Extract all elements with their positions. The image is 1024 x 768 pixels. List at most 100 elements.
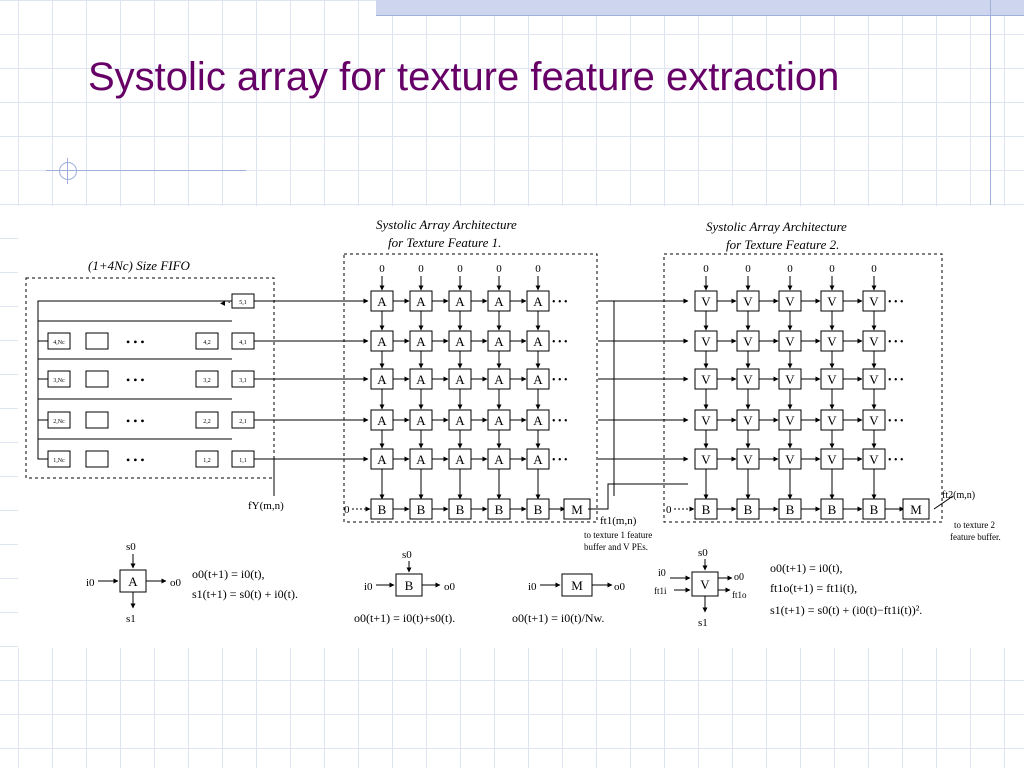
zero-input-label: 0 (344, 504, 350, 516)
pe-v-label: V (869, 372, 879, 387)
legend-pe-a: A s0 s1 i0 o0 o0(t+1) = i0(t), s1(t+1) =… (86, 541, 298, 625)
pe-a-label: A (533, 372, 543, 387)
pe-v-label: V (701, 372, 711, 387)
pe-v-label: V (827, 413, 837, 428)
fifo-ellipsis: • • • (126, 414, 145, 428)
pe-v-label: V (701, 452, 711, 467)
pe-v-label: V (827, 452, 837, 467)
legend-v-eq3: s1(t+1) = s0(t) + (i0(t)−ft1i(t))². (770, 603, 922, 617)
pe-v-label: V (869, 334, 879, 349)
arch2-title-line1: Systolic Array Architecture (706, 219, 847, 234)
zero-input-label: 0 (535, 263, 541, 275)
pe-a-label: A (533, 334, 543, 349)
ft2-note-line2: feature buffer. (950, 532, 1001, 542)
legend-i0: i0 (528, 581, 537, 593)
legend-o0: o0 (614, 581, 626, 593)
fifo-cell (195, 411, 219, 429)
fifo-cell-label: 1,Nc (53, 458, 65, 464)
legend-ft1i: ft1i (654, 586, 667, 596)
systolic-array-diagram: (1+4Nc) Size FIFO Systolic Array Archite… (25, 217, 1001, 629)
fifo-cell-label: 3,2 (203, 378, 211, 384)
pe-b-label: B (495, 502, 504, 517)
pe-v-label: V (785, 334, 795, 349)
row-ellipsis: • • • (552, 375, 568, 386)
pe-v-label: V (827, 334, 837, 349)
legend-o0: o0 (170, 577, 182, 589)
legend-i0: i0 (86, 577, 95, 589)
fifo-cell-label: 2,1 (239, 419, 247, 425)
legend-v-label: V (700, 577, 710, 592)
legend-s0: s0 (126, 541, 136, 553)
row-ellipsis: • • • (888, 416, 904, 427)
legend-s1: s1 (126, 613, 136, 625)
pe-v-label: V (785, 452, 795, 467)
fifo-cell (85, 332, 109, 350)
ft1-note-line2: buffer and V PEs. (584, 542, 648, 552)
fifo-label: (1+4Nc) Size FIFO (88, 258, 191, 273)
fifo-ellipsis: • • • (126, 335, 145, 349)
arch1-title-line1: Systolic Array Architecture (376, 217, 517, 232)
pe-v-label: V (743, 372, 753, 387)
pe-v-label: V (743, 294, 753, 309)
pe-b-label: B (828, 502, 837, 517)
zero-input-label: 0 (457, 263, 463, 275)
pe-a-label: A (377, 334, 387, 349)
pe-a-label: A (377, 413, 387, 428)
zero-input-label: 0 (379, 263, 385, 275)
pe-b-label: B (534, 502, 543, 517)
pe-m-label: M (910, 502, 922, 517)
pe-v-label: V (785, 372, 795, 387)
pe-a-label: A (455, 413, 465, 428)
fifo-wrap-line (37, 358, 232, 421)
legend-m-eq: o0(t+1) = i0(t)/Nw. (512, 611, 604, 625)
legend-s0: s0 (698, 547, 708, 559)
fifo-cell-label: 1,1 (239, 458, 247, 464)
fifo-cell-label: 4,1 (239, 340, 247, 346)
fifo-cell-label: 4,2 (203, 340, 211, 346)
ft1-label: ft1(m,n) (600, 515, 637, 527)
fifo-cell-label: 5,1 (239, 300, 247, 306)
top-decor-band (376, 0, 1024, 16)
legend-v-eq2: ft1o(t+1) = ft1i(t), (770, 581, 857, 595)
fifo-ellipsis: • • • (126, 373, 145, 387)
fifo-row-2: 2,Nc • • • 2,2 2,1 (47, 411, 255, 429)
pe-a-label: A (455, 334, 465, 349)
pe-b-label: B (786, 502, 795, 517)
row-ellipsis: • • • (888, 337, 904, 348)
zero-input-label: 0 (703, 263, 709, 275)
pe-v-label: V (869, 413, 879, 428)
legend-pe-m: M i0 o0 o0(t+1) = i0(t)/Nw. (512, 573, 626, 625)
legend-pe-b: B s0 i0 o0 o0(t+1) = i0(t)+s0(t). (354, 549, 456, 625)
pe-v-label: V (701, 413, 711, 428)
ft1-line (588, 483, 688, 510)
legend-s0: s0 (402, 549, 412, 561)
pe-a-label: A (377, 294, 387, 309)
pe-a-label: A (455, 452, 465, 467)
legend-a-eq2: s1(t+1) = s0(t) + i0(t). (192, 587, 298, 601)
zero-input-label: 0 (829, 263, 835, 275)
pe-a-label: A (494, 372, 504, 387)
fifo-row-4: 4,Nc • • • 4,2 4,1 (47, 332, 255, 350)
pe-v-label: V (785, 413, 795, 428)
fifo-wrap-line (37, 398, 232, 460)
zero-input-label: 0 (418, 263, 424, 275)
pe-a-label: A (533, 452, 543, 467)
pe-a-label: A (416, 294, 426, 309)
fifo-cell (85, 411, 109, 429)
legend-b-eq: o0(t+1) = i0(t)+s0(t). (354, 611, 455, 625)
ft2-line (933, 495, 954, 510)
ft1-note-line1: to texture 1 feature (584, 530, 652, 540)
legend-i0: i0 (364, 581, 373, 593)
ft1-bus (613, 300, 615, 496)
zero-input-label: 0 (745, 263, 751, 275)
pe-b-label: B (378, 502, 387, 517)
slide-title: Systolic array for texture feature extra… (88, 55, 840, 99)
zero-input-label: 0 (666, 504, 672, 516)
fifo-cell (195, 450, 219, 468)
arch1-enclosure (343, 253, 598, 523)
pe-a-label: A (416, 372, 426, 387)
row-ellipsis: • • • (888, 455, 904, 466)
